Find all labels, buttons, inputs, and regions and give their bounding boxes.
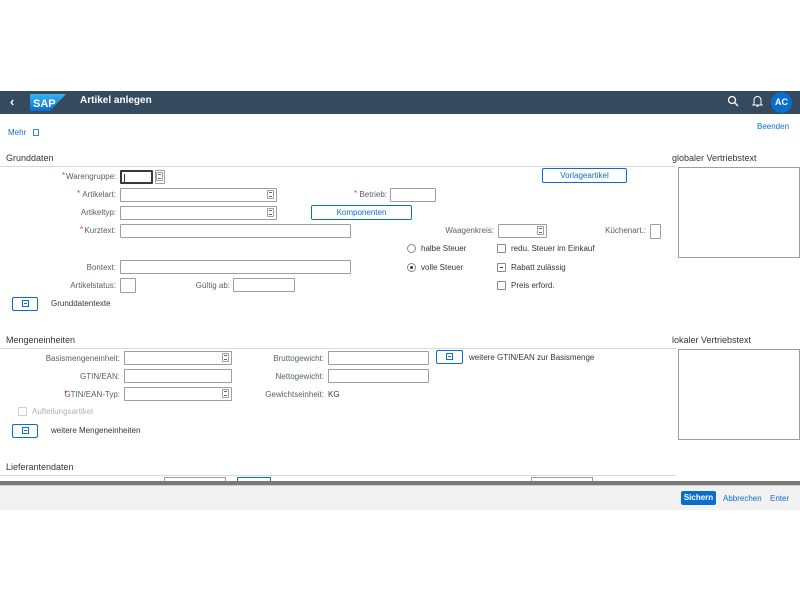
weitere-mengeneinheiten-button[interactable] [12, 424, 38, 438]
scroll-shadow [0, 481, 800, 486]
grunddatentexte-button[interactable] [12, 297, 38, 311]
required-mark: * [64, 389, 68, 398]
expand-icon [22, 300, 29, 307]
required-mark: * [62, 171, 66, 180]
more-label[interactable]: Mehr [8, 128, 27, 137]
kuechenart-label: Küchenart.: [605, 226, 646, 235]
chevron-down-icon [32, 129, 39, 136]
redu-steuer-label: redu. Steuer im Einkauf [511, 244, 595, 253]
section-title-mengeneinheiten: Mengeneinheiten [6, 335, 76, 345]
gueltig-ab-label: Gültig ab: [195, 281, 230, 290]
halbe-steuer-label: halbe Steuer [421, 244, 467, 253]
kurztext-label: Kurztext: [84, 226, 116, 235]
value-help-icon [156, 172, 163, 181]
divider [0, 475, 676, 476]
volle-steuer-radio[interactable] [407, 263, 416, 272]
volle-steuer-label: volle Steuer [421, 263, 464, 272]
redu-steuer-checkbox[interactable] [497, 244, 506, 253]
nettogewicht-label: Nettogewicht: [275, 372, 324, 381]
gtin-typ-label: GTIN/EAN-Typ: [64, 390, 120, 399]
artikelstatus-label: Artikelstatus: [70, 281, 116, 290]
artikelstatus-input[interactable] [120, 278, 136, 293]
betrieb-input[interactable] [390, 188, 436, 202]
globaler-vertriebstext-area[interactable] [678, 167, 800, 258]
text-cursor [124, 174, 125, 182]
checkbox-mark [500, 267, 503, 268]
shell-bar: ‹ SAP Artikel anlegen AC [0, 91, 800, 114]
kuechenart-input[interactable] [650, 224, 661, 239]
artikelart-label: Artikelart: [82, 190, 116, 199]
waagenkreis-select[interactable] [498, 224, 547, 238]
section-title-lieferantendaten: Lieferantendaten [6, 462, 74, 472]
dropdown-icon [267, 190, 274, 199]
more-menu[interactable]: Mehr [8, 122, 39, 140]
basismengeneinheit-label: Basismengeneinheit: [45, 354, 120, 363]
gtin-label: GTIN/EAN: [79, 372, 120, 381]
artikeltyp-select[interactable] [120, 206, 277, 220]
weitere-mengeneinheiten-label: weitere Mengeneinheiten [51, 426, 141, 435]
vorlageartikel-button[interactable]: Vorlageartikel [542, 168, 627, 183]
aufteilungsartikel-checkbox[interactable] [18, 407, 27, 416]
page-title: Artikel anlegen [80, 95, 152, 106]
gueltig-ab-input[interactable] [233, 278, 295, 292]
required-mark: * [354, 189, 358, 198]
gewichtseinheit-value: KG [328, 390, 340, 399]
waagenkreis-label: Waagenkreis: [445, 226, 494, 235]
warengruppe-value-help[interactable] [155, 170, 165, 184]
bontext-label: Bontext: [86, 263, 116, 272]
dropdown-icon [267, 208, 274, 217]
dropdown-icon [537, 226, 544, 235]
kurztext-input[interactable] [120, 224, 351, 238]
save-button[interactable]: Sichern [681, 491, 716, 505]
footer-toolbar: Sichern Abbrechen Enter [0, 485, 800, 510]
section-title-grunddaten: Grunddaten [6, 153, 54, 163]
bruttogewicht-input[interactable] [328, 351, 429, 365]
sap-logo[interactable]: SAP [30, 94, 66, 111]
cancel-button[interactable]: Abbrechen [723, 494, 762, 503]
weitere-gtin-label: weitere GTIN/EAN zur Basismenge [469, 353, 595, 362]
warengruppe-input[interactable] [120, 170, 153, 184]
gtin-input[interactable] [124, 369, 232, 383]
exit-link[interactable]: Beenden [757, 122, 790, 131]
rabatt-checkbox[interactable] [497, 263, 506, 272]
halbe-steuer-radio[interactable] [407, 244, 416, 253]
grunddatentexte-label: Grunddatentexte [51, 299, 111, 308]
expand-icon [446, 353, 453, 360]
enter-button[interactable]: Enter [770, 494, 790, 503]
search-icon[interactable] [727, 95, 739, 107]
betrieb-label: Betrieb: [359, 190, 387, 199]
artikelart-select[interactable] [120, 188, 277, 202]
warengruppe-label: Warengruppe: [66, 172, 117, 181]
basismengeneinheit-select[interactable] [124, 351, 232, 365]
required-mark: * [77, 189, 81, 198]
back-button[interactable]: ‹ [10, 94, 15, 109]
komponenten-button[interactable]: Komponenten [311, 205, 412, 220]
lokaler-vertriebstext-title: lokaler Vertriebstext [672, 335, 752, 345]
avatar[interactable]: AC [771, 92, 792, 113]
sap-logo-text: SAP [33, 98, 56, 110]
bruttogewicht-label: Bruttogewicht: [273, 354, 324, 363]
globaler-vertriebstext-title: globaler Vertriebstext [672, 153, 757, 163]
preis-checkbox[interactable] [497, 281, 506, 290]
lieferant-button-partial[interactable] [237, 477, 271, 482]
bontext-input[interactable] [120, 260, 351, 274]
expand-icon [22, 427, 29, 434]
gewichtseinheit-label: Gewichtseinheit: [265, 390, 324, 399]
artikeltyp-label: Artikeltyp: [80, 208, 116, 217]
gtin-typ-select[interactable] [124, 387, 232, 401]
preis-label: Preis erford. [511, 281, 555, 290]
required-mark: * [80, 225, 84, 234]
lokaler-vertriebstext-area[interactable] [678, 349, 800, 440]
bell-icon[interactable] [752, 95, 763, 107]
divider [0, 166, 676, 167]
divider [0, 348, 676, 349]
weitere-gtin-button[interactable] [436, 350, 463, 364]
nettogewicht-input[interactable] [328, 369, 429, 383]
dropdown-icon [222, 389, 229, 398]
lieferant-input-partial[interactable] [164, 477, 226, 482]
dropdown-icon [222, 353, 229, 362]
rabatt-label: Rabatt zulässig [511, 263, 566, 272]
lieferant-input-partial[interactable] [531, 477, 593, 482]
aufteilungsartikel-label: Aufteilungsartikel [32, 407, 93, 416]
